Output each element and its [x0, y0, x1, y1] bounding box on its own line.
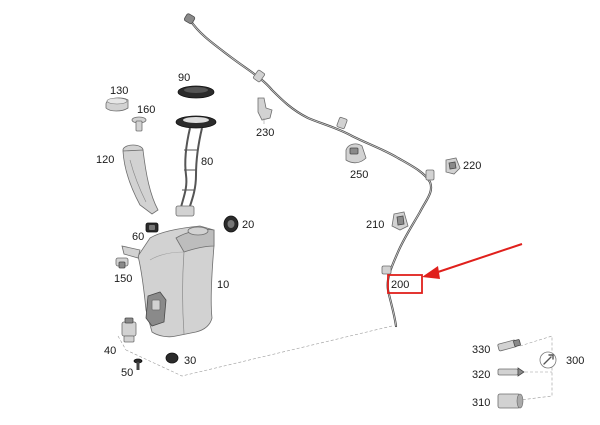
highlight-box [387, 274, 423, 294]
callout-150: 150 [114, 273, 132, 285]
callout-220: 220 [463, 160, 481, 172]
clip-230[interactable] [257, 97, 273, 124]
sensor-150[interactable] [115, 257, 129, 269]
connector-330[interactable] [497, 339, 521, 352]
callout-230: 230 [256, 127, 274, 139]
callout-160: 160 [137, 104, 155, 116]
callout-labels: 10 20 30 40 50 60 80 90 120 130 150 160 … [96, 72, 584, 409]
callout-30: 30 [184, 355, 196, 367]
callout-90: 90 [178, 72, 190, 84]
callout-250: 250 [350, 169, 368, 181]
plug-160[interactable] [131, 116, 147, 132]
callout-10: 10 [217, 279, 229, 291]
callout-210: 210 [366, 219, 384, 231]
callout-330: 330 [472, 344, 490, 356]
callout-130: 130 [110, 85, 128, 97]
grommet-30[interactable] [165, 352, 179, 364]
connector-310[interactable] [497, 393, 524, 409]
callout-310: 310 [472, 397, 490, 409]
washer-hose[interactable] [184, 13, 435, 328]
callout-120: 120 [96, 154, 114, 166]
grommet-60[interactable] [145, 222, 159, 233]
filler-cap-90[interactable] [177, 85, 215, 99]
bracket-250[interactable] [345, 143, 367, 164]
filler-neck-120[interactable] [122, 144, 159, 215]
clip-210[interactable] [391, 211, 409, 231]
washer-reservoir-10[interactable] [121, 225, 215, 338]
clip-220[interactable] [445, 157, 461, 175]
nozzle-set-300[interactable] [519, 335, 557, 401]
wrench-icon [539, 351, 557, 369]
callout-300: 300 [566, 355, 584, 367]
highlight-arrow [422, 243, 523, 279]
callout-20: 20 [242, 219, 254, 231]
callout-80: 80 [201, 156, 213, 168]
cap-130[interactable] [105, 97, 129, 112]
screw-50[interactable] [133, 358, 143, 370]
assembly-outline [117, 325, 393, 377]
connector-320[interactable] [497, 367, 525, 377]
level-sensor-80[interactable] [175, 115, 217, 217]
callout-320: 320 [472, 369, 490, 381]
callout-60: 60 [132, 231, 144, 243]
callout-50: 50 [121, 367, 133, 379]
grommet-20[interactable] [223, 215, 239, 233]
callout-40: 40 [104, 345, 116, 357]
callout-200: 200 [391, 279, 409, 291]
washer-pump-40[interactable] [121, 317, 137, 343]
